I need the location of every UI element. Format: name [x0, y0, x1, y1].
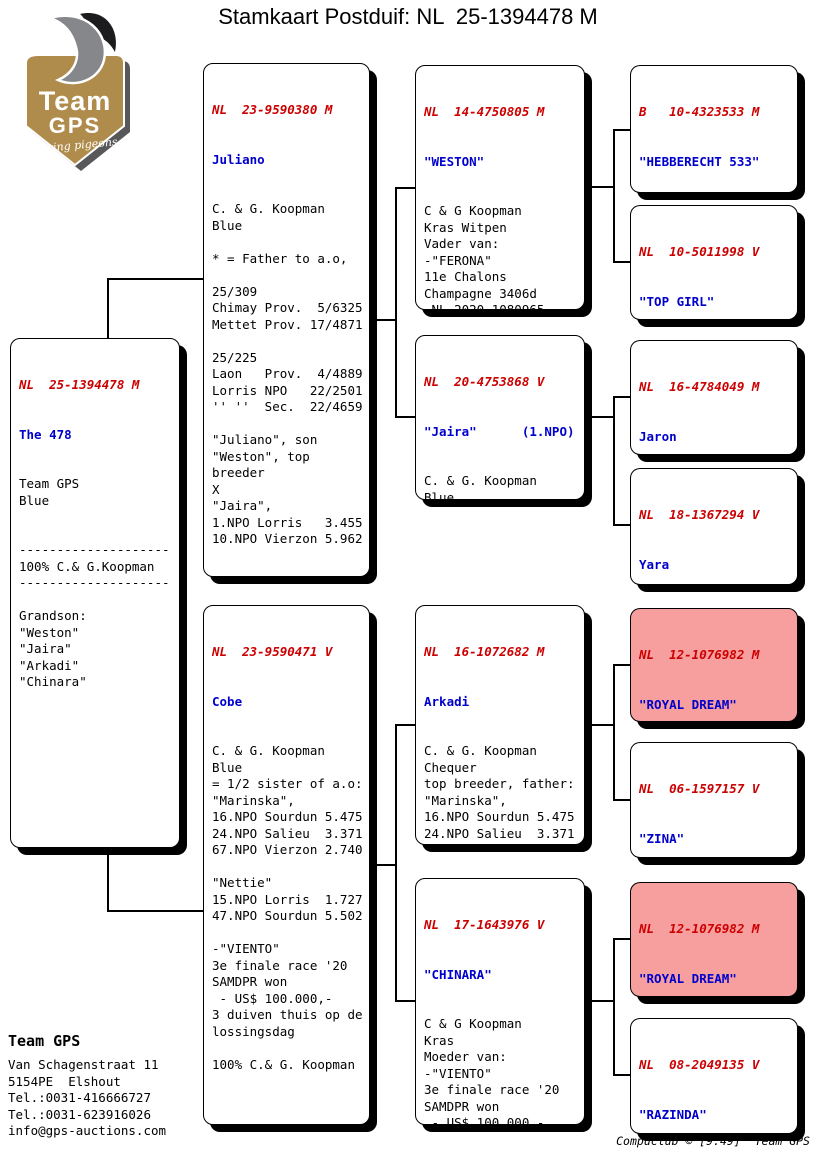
pigeon-name: Arkadi: [424, 693, 470, 709]
pedigree-box-hebberecht: B 10-4323533 M "HEBBERECHT 533" Chris He…: [630, 65, 798, 193]
pedigree-box-zina: NL 06-1597157 V "ZINA" C & G Koopman Blu…: [630, 742, 798, 858]
pedigree-connector: [613, 664, 615, 801]
pigeon-name: "RAZINDA": [639, 1106, 707, 1122]
ring-number: NL 20-4753868 V: [424, 374, 545, 389]
ring-number: NL 16-4784049 M: [639, 379, 760, 394]
pigeon-name: Cobe: [212, 693, 243, 709]
pedigree-connector: [395, 1000, 416, 1002]
pedigree-box-cobe: NL 23-9590471 V Cobe C. & G. Koopman Blu…: [203, 605, 370, 1125]
page-title: Stamkaart Postduif: NL 25-1394478 M: [218, 4, 598, 29]
ring-number: NL 08-2049135 V: [639, 1057, 760, 1072]
pigeon-name: "ZINA": [639, 830, 685, 846]
pedigree-box-arkadi: NL 16-1072682 M Arkadi C. & G. Koopman C…: [415, 605, 585, 845]
pigeon-name: "TOP GIRL": [639, 293, 715, 309]
pedigree-connector: [107, 852, 109, 912]
pedigree-connector: [107, 278, 204, 280]
pigeon-details: C. & G. Koopman Blue * = Father to a.o, …: [212, 201, 363, 546]
pedigree-connector: [395, 187, 397, 418]
logo-bird-icon: [45, 12, 117, 85]
pedigree-connector: [613, 396, 631, 398]
pedigree-connector: [613, 1074, 631, 1076]
pedigree-connector: [107, 278, 109, 339]
pigeon-name: "Jaira" (1.NPO): [424, 423, 575, 439]
logo-shield-face: [25, 54, 125, 167]
owner-name: Team GPS: [8, 1032, 81, 1050]
pigeon-name: Jaron: [639, 428, 677, 444]
pedigree-box-razinda: NL 08-2049135 V "RAZINDA" C & G Koopman …: [630, 1018, 798, 1134]
pedigree-connector: [395, 724, 416, 726]
pigeon-details: C & G Koopman Kras Moeder van: -"VIENTO"…: [424, 1016, 560, 1125]
ring-number: NL 18-1367294 V: [639, 507, 760, 522]
pedigree-connector: [613, 799, 631, 801]
pedigree-connector: [395, 416, 416, 418]
owner-address: Van Schagenstraat 11 5154PE Elshout Tel.…: [8, 1057, 167, 1138]
pigeon-name: "CHINARA": [424, 966, 492, 982]
pedigree-connector: [592, 416, 615, 418]
pedigree-connector: [107, 910, 204, 912]
footer-credit: Compuclub © [9.49] Team GPS: [616, 1134, 810, 1148]
pigeon-name: "ROYAL DREAM": [639, 696, 737, 712]
logo-shield: [25, 54, 130, 171]
pedigree-connector: [613, 396, 615, 526]
pigeon-details: C & G Koopman Kras Witpen Vader van: -"F…: [424, 203, 545, 310]
pedigree-connector: [613, 664, 631, 666]
pedigree-box-weston: NL 14-4750805 M "WESTON" C & G Koopman K…: [415, 65, 585, 310]
pedigree-box-jaira: NL 20-4753868 V "Jaira" (1.NPO) C. & G. …: [415, 335, 585, 500]
pigeon-details: Team GPS Blue -------------------- 100% …: [19, 476, 170, 689]
pigeon-name: "HEBBERECHT 533": [639, 153, 760, 169]
ring-number: NL 12-1076982 M: [639, 921, 760, 936]
pedigree-box-chinara: NL 17-1643976 V "CHINARA" C & G Koopman …: [415, 878, 585, 1125]
pedigree-connector: [613, 938, 631, 940]
logo-team-text: Team: [39, 86, 112, 116]
pigeon-details: C. & G. Koopman Chequer top breeder, fat…: [424, 743, 575, 844]
ring-number: NL 25-1394478 M: [19, 377, 140, 392]
ring-number: NL 17-1643976 V: [424, 917, 545, 932]
pedigree-connector: [377, 319, 397, 321]
pedigree-box-juliano: NL 23-9590380 M Juliano C. & G. Koopman …: [203, 63, 370, 577]
ring-number: NL 10-5011998 V: [639, 244, 760, 259]
pedigree-connector: [613, 129, 631, 131]
ring-number: NL 14-4750805 M: [424, 104, 545, 119]
ring-number: NL 16-1072682 M: [424, 644, 545, 659]
pigeon-name: Yara: [639, 556, 670, 572]
owner-block: Team GPS Van Schagenstraat 11 5154PE Els…: [8, 1032, 166, 1140]
pigeon-name: Juliano: [212, 151, 265, 167]
pigeon-details: C. & G. Koopman Blue 1.NPO Lorris 3.455 …: [424, 473, 537, 500]
logo-gps-text: GPS: [49, 113, 101, 138]
team-gps-logo: Team GPS Racing pigeons: [25, 12, 130, 171]
pedigree-connector: [395, 187, 416, 189]
ring-number: NL 06-1597157 V: [639, 781, 760, 796]
pedigree-connector: [592, 186, 615, 188]
pedigree-box-royal-dream-2: NL 12-1076982 M "ROYAL DREAM" C & G Koop…: [630, 882, 798, 997]
pedigree-connector: [592, 724, 615, 726]
ring-number: NL 12-1076982 M: [639, 647, 760, 662]
pedigree-connector: [613, 261, 631, 263]
pigeon-name: "ROYAL DREAM": [639, 970, 737, 986]
pigeon-name: "WESTON": [424, 153, 485, 169]
pedigree-box-yara: NL 18-1367294 V Yara Gebr. A. & B. Leide…: [630, 468, 798, 585]
pedigree-box-royal-dream-1: NL 12-1076982 M "ROYAL DREAM" C & G Koop…: [630, 608, 798, 722]
pedigree-connector: [613, 524, 631, 526]
pedigree-connector: [613, 938, 615, 1076]
pedigree-box-topgirl: NL 10-5011998 V "TOP GIRL" C & G Koopman…: [630, 205, 798, 320]
ring-number: NL 23-9590471 V: [212, 644, 333, 659]
pedigree-connector: [395, 724, 397, 1002]
pedigree-connector: [377, 864, 397, 866]
pedigree-connector: [592, 1000, 615, 1002]
pedigree-box-jaron: NL 16-4784049 M Jaron C. & G. Koopman Ch…: [630, 340, 798, 455]
ring-number: B 10-4323533 M: [639, 104, 760, 119]
pigeon-details: C. & G. Koopman Blue = 1/2 sister of a.o…: [212, 743, 363, 1072]
pedigree-box-subject: NL 25-1394478 M The 478 Team GPS Blue --…: [10, 338, 180, 848]
ring-number: NL 23-9590380 M: [212, 102, 333, 117]
pedigree-connector: [613, 129, 615, 263]
pigeon-name: The 478: [19, 426, 72, 442]
